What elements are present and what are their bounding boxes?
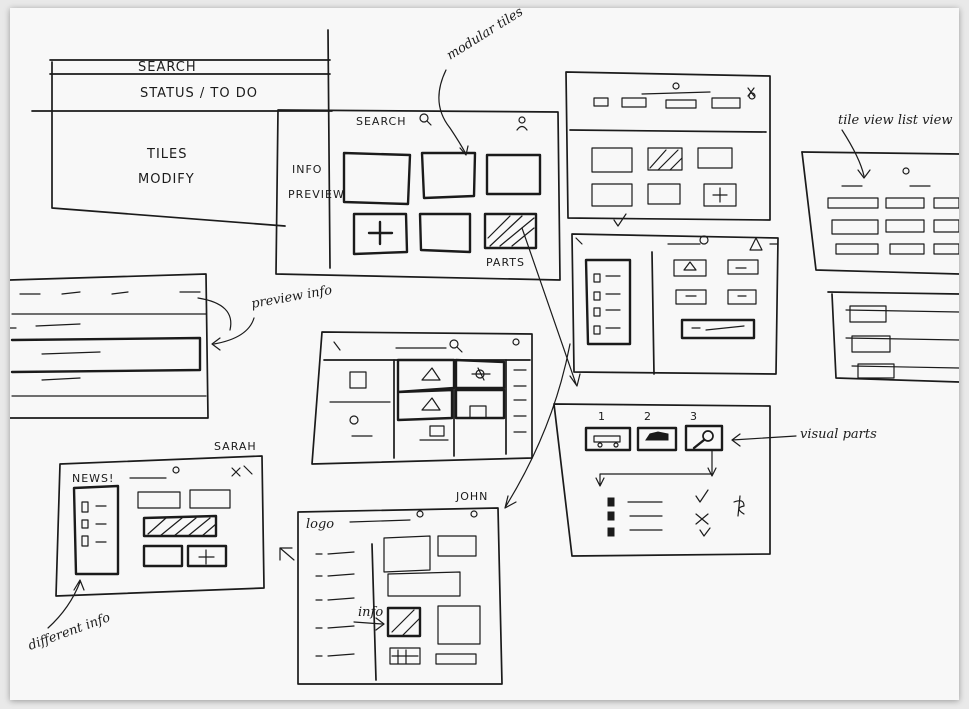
info-label: INFO bbox=[292, 163, 322, 176]
frame-tiles-grid: SEARCH INFO PREVIEW PARTS bbox=[275, 109, 561, 281]
frame-search-status: SEARCH STATUS / TO DO TILES MODIFY bbox=[31, 29, 333, 269]
preview-info-note: preview info bbox=[250, 283, 333, 312]
whiteboard-photo: SEARCH STATUS / TO DO TILES MODIFY SEARC… bbox=[10, 8, 959, 700]
step-3: 3 bbox=[690, 410, 698, 423]
tile-2 bbox=[420, 151, 477, 200]
different-info-note: different info bbox=[26, 610, 112, 654]
preview-label: PREVIEW bbox=[288, 188, 345, 201]
search-label: SEARCH bbox=[138, 60, 197, 75]
step-2-tile bbox=[636, 426, 678, 452]
news-label: NEWS! bbox=[72, 472, 114, 485]
tile-3 bbox=[485, 153, 542, 196]
connector-arrows bbox=[504, 227, 581, 509]
tiles-label: TILES bbox=[146, 147, 187, 162]
tiles-search-label: SEARCH bbox=[356, 115, 407, 128]
tile-1 bbox=[342, 151, 412, 206]
frame-top-right-tiles bbox=[565, 71, 771, 221]
modify-label: MODIFY bbox=[138, 172, 195, 187]
frame-news-sarah: SARAH NEWS! different info bbox=[26, 440, 295, 654]
step-1-tile bbox=[584, 426, 632, 452]
status-todo-label: STATUS / TO DO bbox=[140, 86, 258, 101]
tile-add bbox=[352, 212, 409, 256]
tile-5 bbox=[418, 212, 472, 254]
frame-logo-john: JOHN logo info bbox=[297, 490, 503, 685]
user-icon bbox=[518, 116, 526, 124]
visual-parts-note: visual parts bbox=[800, 427, 877, 442]
sarah-label: SARAH bbox=[214, 440, 257, 453]
john-label: JOHN bbox=[455, 490, 488, 503]
frame-left-list: preview info bbox=[10, 273, 333, 419]
step-2: 2 bbox=[644, 410, 652, 423]
parts-label: PARTS bbox=[486, 256, 525, 269]
modular-tiles-note: modular tiles bbox=[444, 8, 526, 63]
step-3-tile bbox=[684, 424, 724, 452]
tile-parts bbox=[483, 212, 538, 250]
step-1: 1 bbox=[598, 410, 606, 423]
frame-tile-list-view: tile view list view bbox=[801, 113, 959, 383]
logo-label: logo bbox=[306, 517, 334, 532]
frame-middle-table bbox=[311, 331, 533, 465]
info-note: info bbox=[358, 605, 383, 620]
sketch-canvas: SEARCH STATUS / TO DO TILES MODIFY SEARC… bbox=[10, 8, 959, 685]
search-icon bbox=[419, 113, 429, 123]
tile-list-view-note: tile view list view bbox=[838, 113, 953, 128]
frame-sidebar-tiles bbox=[571, 213, 779, 375]
frame-visual-parts: 1 2 3 visual parts bbox=[553, 403, 877, 557]
annotation-modular-tiles: modular tiles bbox=[438, 8, 526, 156]
